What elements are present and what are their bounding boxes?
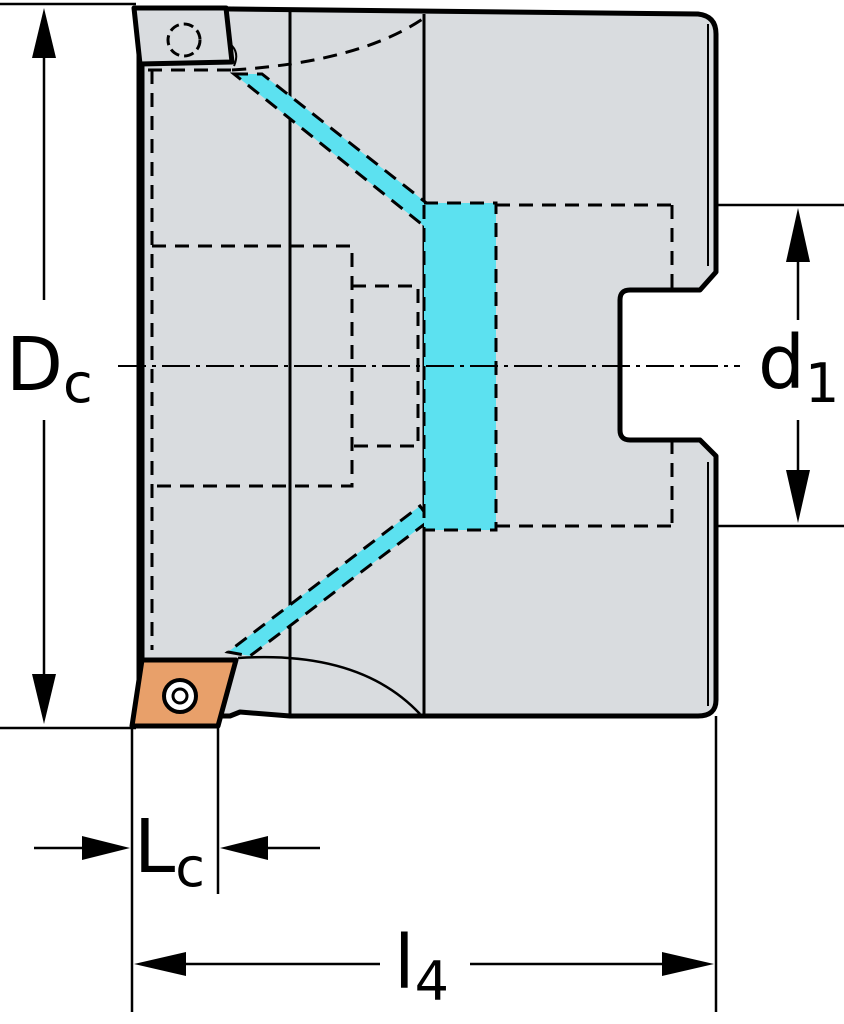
insert-bottom-screw-hole [171, 687, 189, 705]
chip-pocket-curve-upper [231, 16, 425, 72]
d1-label-main: d [758, 320, 805, 406]
chip-pocket-curve-lower [237, 655, 421, 715]
d1-label-sub: 1 [805, 352, 839, 415]
lc-label: Lc [134, 804, 205, 899]
arrow-left-icon [220, 836, 268, 860]
insert-top-screw-hole [166, 22, 202, 58]
l4-label-sub: 4 [415, 950, 449, 1013]
lc-label-main: L [134, 804, 175, 890]
lc-label-sub: c [175, 836, 205, 899]
arrow-right-icon [662, 952, 714, 976]
arrow-down-icon [32, 674, 56, 724]
dimension-d1: d1 [758, 208, 839, 523]
arrow-right-icon [82, 836, 130, 860]
dc-label-main: D [6, 322, 63, 408]
arrow-left-icon [134, 952, 186, 976]
l4-label: l4 [394, 920, 449, 1013]
arrow-up-icon [786, 208, 810, 262]
coolant-channel-upper [229, 72, 441, 229]
insert-top-chip-icon [229, 43, 238, 67]
dc-label-sub: c [63, 352, 93, 415]
dc-label: Dc [6, 322, 93, 415]
dimension-dc: Dc [6, 8, 93, 724]
arrow-up-icon [32, 8, 56, 58]
insert-bottom [129, 657, 239, 729]
dimension-l4: l4 [134, 920, 714, 1013]
dimension-lc: Lc [34, 804, 320, 899]
d1-label: d1 [758, 320, 839, 415]
arrow-down-icon [786, 470, 810, 523]
hidden-bore-step [152, 244, 354, 488]
coolant-channel-lower [224, 503, 433, 658]
insert-top [131, 5, 238, 67]
l4-label-main: l [394, 920, 415, 1006]
hidden-lines [148, 68, 674, 650]
insert-top-body [131, 5, 235, 67]
